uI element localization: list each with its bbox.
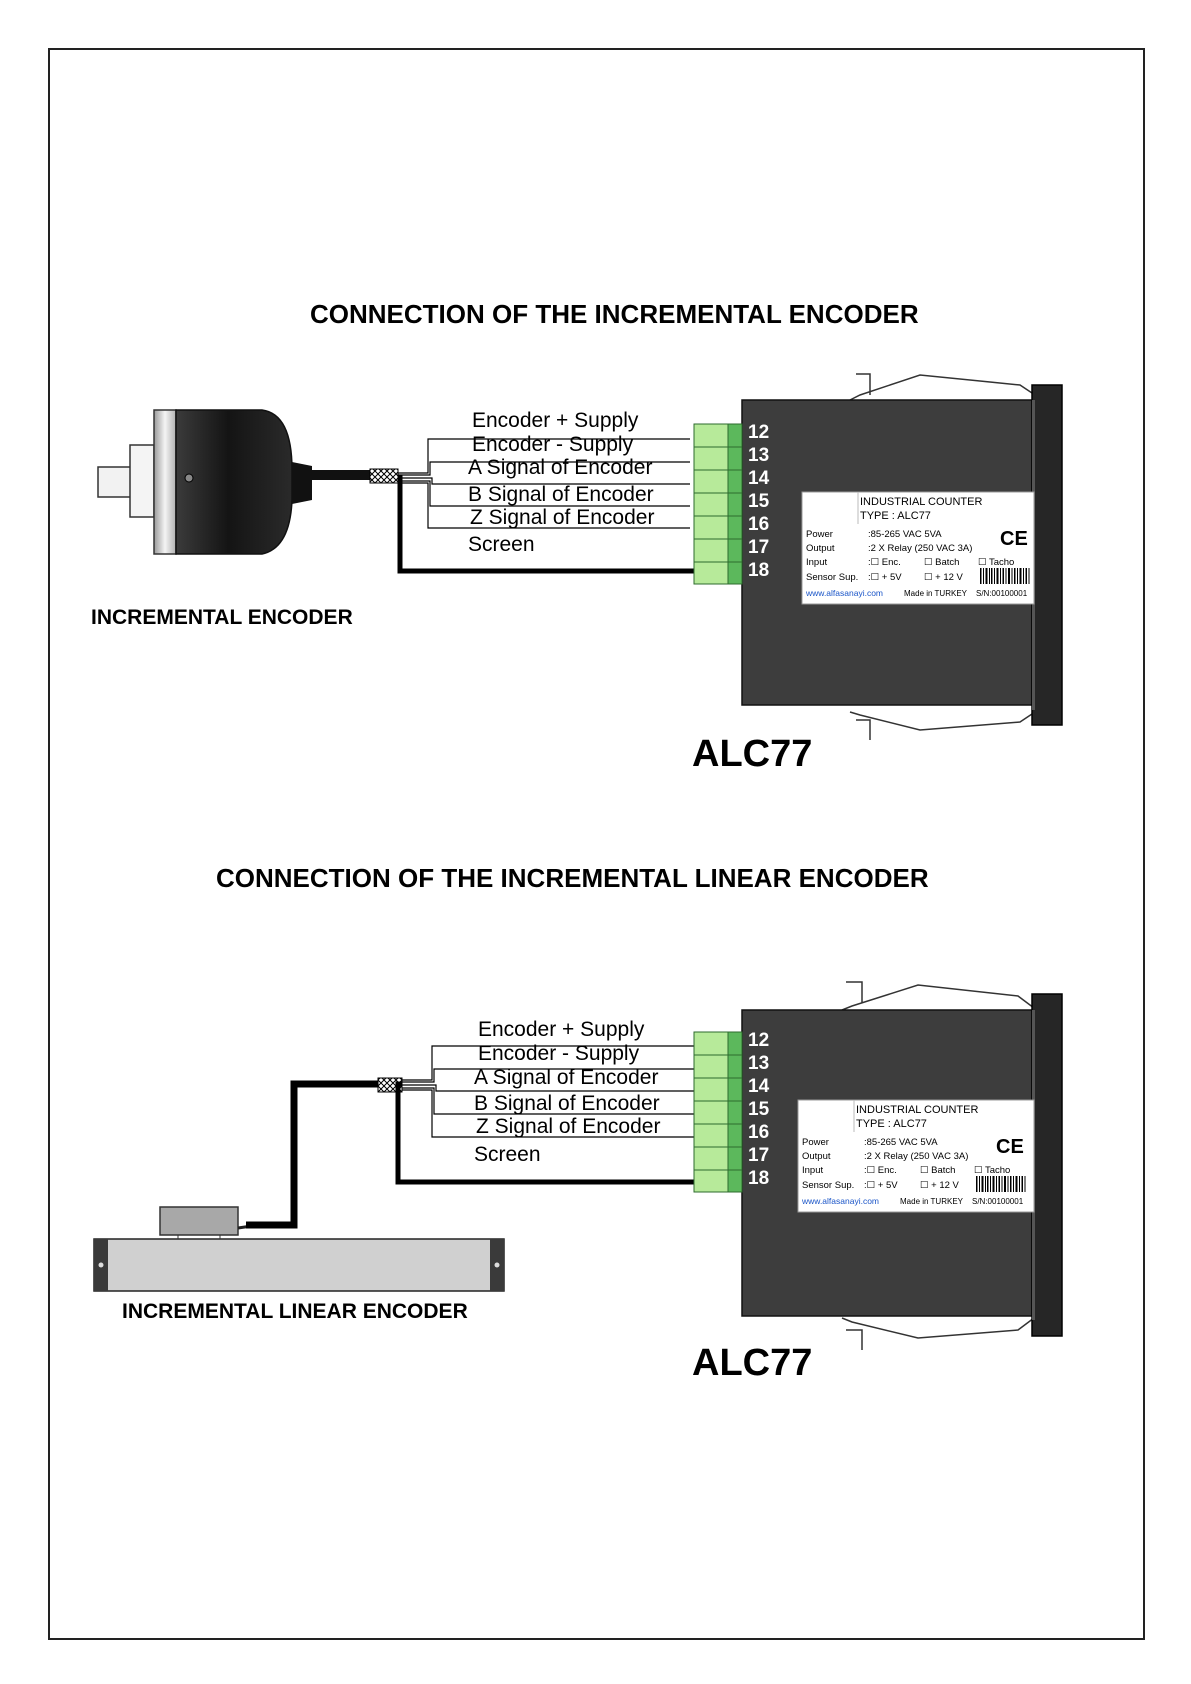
label-serial: S/N:00100001 bbox=[972, 1197, 1024, 1206]
label-input-tacho: ☐ Tacho bbox=[978, 557, 1014, 568]
label-power-key: Power bbox=[802, 1137, 829, 1148]
terminal-block bbox=[693, 423, 743, 585]
label-power-val: :85-265 VAC 5VA bbox=[864, 1137, 938, 1148]
terminal-16: 16 bbox=[748, 1122, 769, 1143]
label-input-batch: ☐ Batch bbox=[920, 1165, 955, 1176]
wire-label-screen: Screen bbox=[474, 1143, 541, 1166]
device-label: INDUSTRIAL COUNTER TYPE : ALC77 Power :8… bbox=[797, 1099, 1035, 1213]
label-output-val: :2 X Relay (250 VAC 3A) bbox=[864, 1151, 968, 1162]
label-output-key: Output bbox=[806, 543, 835, 554]
label-sensor-key: Sensor Sup. bbox=[806, 572, 858, 583]
label-input-enc: :☐ Enc. bbox=[868, 557, 901, 568]
label-power-val: :85-265 VAC 5VA bbox=[868, 529, 942, 540]
terminal-17: 17 bbox=[748, 537, 769, 558]
terminal-18: 18 bbox=[748, 1168, 769, 1189]
wire-label-z-signal: Z Signal of Encoder bbox=[470, 506, 654, 529]
label-heading: INDUSTRIAL COUNTER bbox=[856, 1104, 978, 1116]
diagram-linear: CONNECTION OF THE INCREMENTAL LINEAR ENC… bbox=[93, 863, 1063, 1384]
ce-mark: CE bbox=[1000, 528, 1028, 550]
label-power-key: Power bbox=[806, 529, 833, 540]
ce-mark: CE bbox=[996, 1136, 1024, 1158]
label-made: Made in TURKEY bbox=[900, 1197, 964, 1206]
label-sensor-key: Sensor Sup. bbox=[802, 1180, 854, 1191]
terminal-17: 17 bbox=[748, 1145, 769, 1166]
terminal-12: 12 bbox=[748, 1030, 769, 1051]
linear-encoder-icon bbox=[93, 1206, 505, 1292]
terminal-16: 16 bbox=[748, 514, 769, 535]
label-serial: S/N:00100001 bbox=[976, 589, 1028, 598]
label-output-val: :2 X Relay (250 VAC 3A) bbox=[868, 543, 972, 554]
label-output-key: Output bbox=[802, 1151, 831, 1162]
label-input-batch: ☐ Batch bbox=[924, 557, 959, 568]
wire-label-encoder-minus-supply: Encoder - Supply bbox=[472, 433, 634, 456]
wire-label-encoder-plus-supply: Encoder + Supply bbox=[472, 409, 639, 432]
wire-label-encoder-plus-supply: Encoder + Supply bbox=[478, 1018, 645, 1041]
diagram-rotary: CONNECTION OF THE INCREMENTAL ENCODER IN… bbox=[91, 299, 1063, 775]
barcode-icon bbox=[980, 568, 1030, 584]
label-type: TYPE : ALC77 bbox=[856, 1118, 927, 1130]
terminal-14: 14 bbox=[748, 468, 770, 489]
terminal-13: 13 bbox=[748, 445, 769, 466]
label-input-key: Input bbox=[806, 557, 827, 568]
label-sensor-5v: :☐ + 5V bbox=[864, 1180, 898, 1191]
page-frame bbox=[48, 48, 1145, 1640]
device-caption: INCREMENTAL LINEAR ENCODER bbox=[122, 1300, 468, 1323]
label-input-tacho: ☐ Tacho bbox=[974, 1165, 1010, 1176]
model-name: ALC77 bbox=[692, 1342, 812, 1384]
diagram-title: CONNECTION OF THE INCREMENTAL LINEAR ENC… bbox=[216, 863, 929, 893]
terminal-18: 18 bbox=[748, 560, 769, 581]
wire-bundle bbox=[246, 1045, 698, 1229]
wire-label-encoder-minus-supply: Encoder - Supply bbox=[478, 1042, 640, 1065]
terminal-14: 14 bbox=[748, 1076, 770, 1097]
wire-label-b-signal: B Signal of Encoder bbox=[474, 1092, 660, 1115]
model-name: ALC77 bbox=[692, 733, 812, 775]
terminal-15: 15 bbox=[748, 1099, 770, 1120]
rotary-encoder-icon bbox=[97, 409, 399, 555]
wire-bundle bbox=[397, 438, 698, 574]
label-sensor-5v: :☐ + 5V bbox=[868, 572, 902, 583]
device-caption: INCREMENTAL ENCODER bbox=[91, 606, 353, 629]
barcode-icon bbox=[976, 1176, 1026, 1192]
label-type: TYPE : ALC77 bbox=[860, 510, 931, 522]
label-url: www.alfasanayi.com bbox=[805, 588, 883, 598]
label-input-enc: :☐ Enc. bbox=[864, 1165, 897, 1176]
wire-label-a-signal: A Signal of Encoder bbox=[474, 1066, 658, 1089]
wire-label-screen: Screen bbox=[468, 533, 535, 556]
label-made: Made in TURKEY bbox=[904, 589, 968, 598]
terminal-block bbox=[693, 1031, 743, 1193]
device-label: INDUSTRIAL COUNTER TYPE : ALC77 Power :8… bbox=[801, 491, 1035, 605]
wire-label-b-signal: B Signal of Encoder bbox=[468, 483, 654, 506]
label-input-key: Input bbox=[802, 1165, 823, 1176]
terminal-12: 12 bbox=[748, 422, 769, 443]
wire-label-z-signal: Z Signal of Encoder bbox=[476, 1115, 660, 1138]
label-sensor-12v: ☐ + 12 V bbox=[920, 1180, 960, 1191]
label-sensor-12v: ☐ + 12 V bbox=[924, 572, 964, 583]
terminal-13: 13 bbox=[748, 1053, 769, 1074]
diagram-title: CONNECTION OF THE INCREMENTAL ENCODER bbox=[310, 299, 919, 329]
label-heading: INDUSTRIAL COUNTER bbox=[860, 496, 982, 508]
terminal-15: 15 bbox=[748, 491, 770, 512]
wire-label-a-signal: A Signal of Encoder bbox=[468, 456, 652, 479]
label-url: www.alfasanayi.com bbox=[801, 1196, 879, 1206]
